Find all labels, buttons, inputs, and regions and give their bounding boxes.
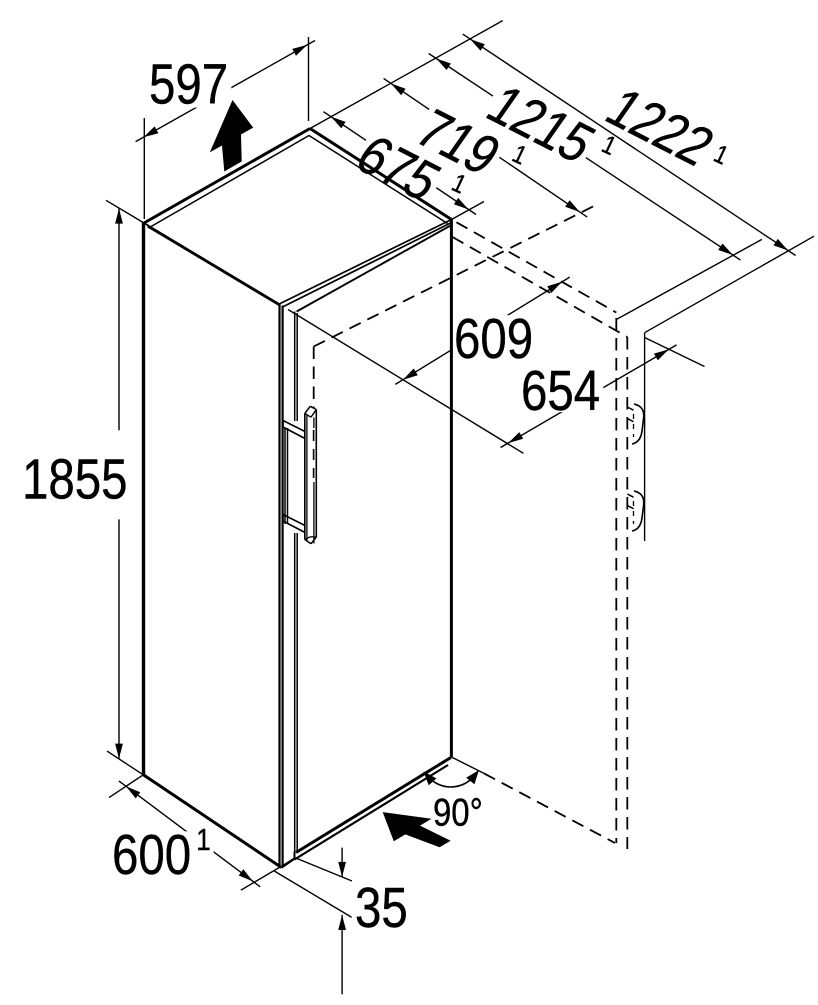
- svg-text:597: 597: [149, 54, 228, 117]
- svg-text:90°: 90°: [433, 790, 483, 834]
- svg-text:1855: 1855: [22, 449, 128, 512]
- svg-text:35: 35: [355, 877, 408, 940]
- svg-text:654: 654: [521, 360, 600, 423]
